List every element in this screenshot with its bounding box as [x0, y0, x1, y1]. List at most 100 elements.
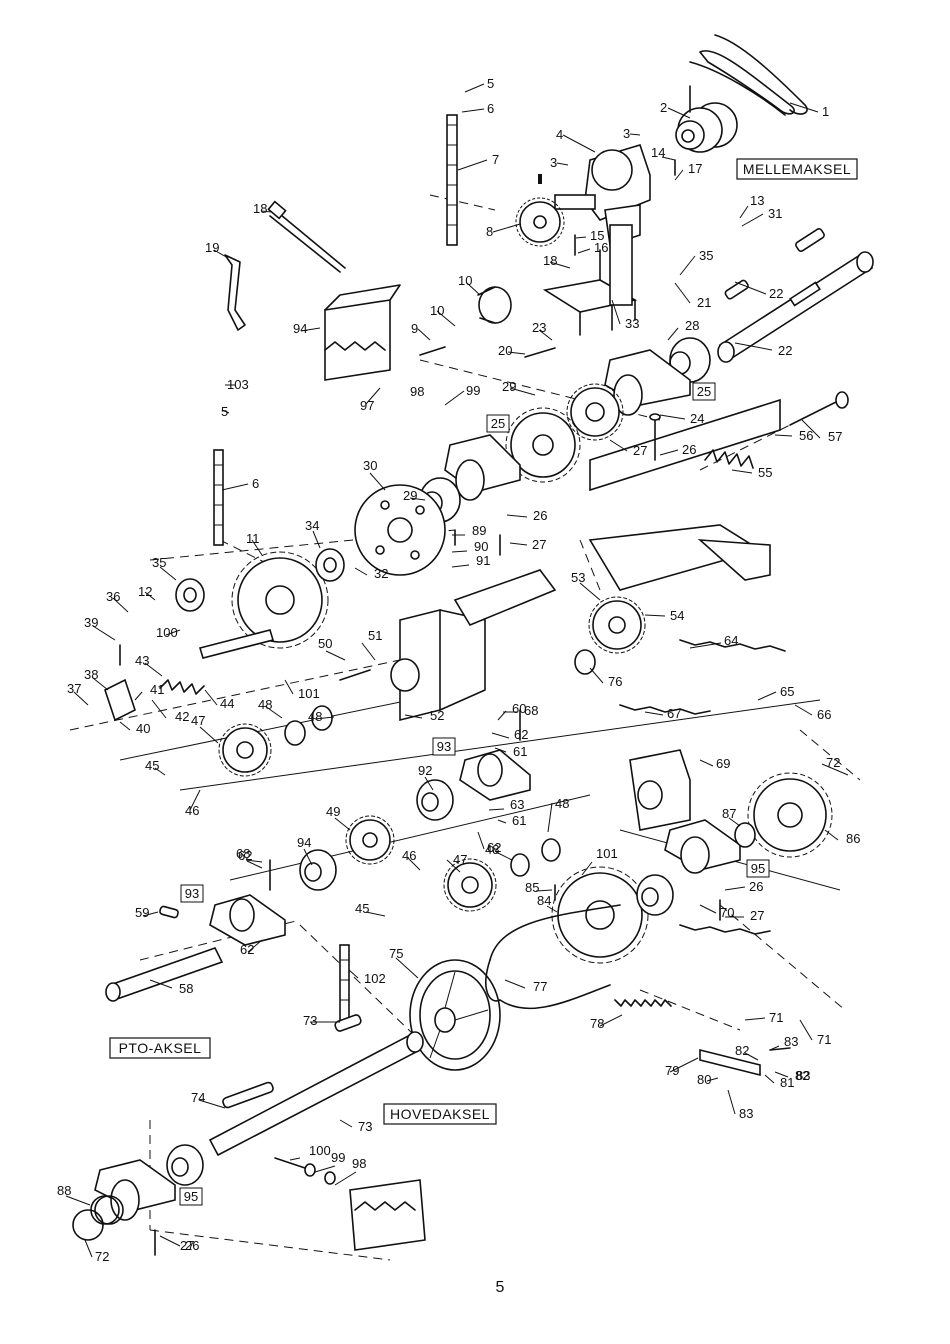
- hovedaksel-label: HOVEDAKSEL: [383, 1103, 497, 1125]
- svg-text:93: 93: [437, 739, 451, 754]
- part-callout: 101: [298, 686, 320, 701]
- callout-leader: [764, 1074, 775, 1084]
- main-shaft-74: [208, 1031, 424, 1157]
- callout-leader: [674, 282, 691, 304]
- part-callout: 81: [780, 1075, 794, 1090]
- part-callout: 92: [418, 763, 432, 778]
- bearing-94-top: [416, 779, 454, 821]
- page-number: 5: [496, 1279, 505, 1296]
- callout-leader: [724, 886, 746, 891]
- callout-leader: [757, 691, 777, 701]
- part-callout: 100: [156, 625, 178, 640]
- callout-leader: [407, 857, 421, 871]
- part-callout: 83: [784, 1034, 798, 1049]
- callout-leader: [424, 776, 434, 791]
- callout-leader: [247, 939, 263, 953]
- callout-leader: [144, 662, 163, 677]
- mounting-plate-34: [542, 224, 638, 336]
- part-callout: 45: [355, 901, 369, 916]
- part-callout: 80: [697, 1072, 711, 1087]
- sprocket-54: [588, 596, 646, 654]
- part-callout: 69: [716, 756, 730, 771]
- callout-leader: [741, 213, 764, 227]
- callout-leader: [246, 860, 263, 869]
- callout-leader: [801, 419, 821, 439]
- callout-leader: [213, 249, 229, 259]
- pulley-77: [409, 959, 501, 1071]
- callout-leader: [644, 711, 664, 716]
- part-callout: 6: [252, 476, 259, 491]
- part-callout: 52: [430, 708, 444, 723]
- bracket-52: [390, 608, 486, 722]
- part-callout: 102: [364, 971, 386, 986]
- callout-leader: [549, 261, 571, 269]
- callout-leader: [699, 759, 714, 767]
- part-callout: 3: [623, 126, 630, 141]
- arm-53: [453, 569, 557, 627]
- callout-leader: [734, 342, 773, 351]
- callout-leader: [577, 248, 591, 254]
- lever-39: [104, 678, 136, 722]
- key-32: [795, 227, 825, 253]
- shaft-44: [198, 629, 275, 659]
- key-60: [159, 905, 179, 919]
- boxed-part-numbers: 25 25 93 93 95 95: [179, 382, 770, 1206]
- sprocket-8: [515, 174, 565, 247]
- spring-56: [704, 449, 754, 469]
- callout-leader: [165, 629, 181, 636]
- part-callout: 17: [688, 161, 702, 176]
- callout-leader: [491, 732, 510, 739]
- callout-leader: [404, 714, 423, 719]
- pillow-block-25-top: [604, 349, 691, 416]
- sprocket-102: [551, 866, 649, 964]
- callout-leader: [339, 1119, 353, 1128]
- callout-leader: [599, 1014, 623, 1027]
- cap-73-bottom: [72, 1209, 104, 1241]
- part-callout: 62: [240, 942, 254, 957]
- pillow-block-95-right: [664, 819, 741, 874]
- callout-leader: [744, 1017, 766, 1021]
- callout-leader: [221, 483, 249, 491]
- callout-leader: [794, 704, 813, 716]
- belt-1: [689, 34, 808, 116]
- handle-19: [267, 200, 346, 273]
- callout-leader: [497, 819, 507, 824]
- callout-leader: [659, 449, 679, 456]
- part-callout: 45: [145, 758, 159, 773]
- callout-leader: [264, 705, 283, 719]
- bearing-right: [636, 874, 674, 916]
- svg-text:25: 25: [491, 416, 505, 431]
- callout-leader: [154, 767, 166, 776]
- bracket-98-bottom: [349, 1179, 426, 1251]
- part-callout: 4: [556, 127, 563, 142]
- part-callout: 99: [466, 383, 480, 398]
- callout-leader: [149, 979, 173, 989]
- spring-43: [159, 679, 205, 695]
- part-callout: 46: [185, 803, 199, 818]
- callout-leader: [679, 255, 696, 276]
- bearing-35: [175, 548, 345, 612]
- callout-leader: [395, 957, 419, 979]
- part-callout: 53: [571, 570, 585, 585]
- callout-leader: [581, 861, 593, 876]
- part-callout: 18: [543, 253, 557, 268]
- part-callout: 73: [358, 1119, 372, 1134]
- callout-leader: [354, 567, 368, 576]
- flange-plate-31: [354, 484, 446, 576]
- callout-leader: [451, 550, 468, 553]
- mellemaksel-label: MELLEMAKSEL: [736, 158, 858, 180]
- part-callout: 59: [135, 905, 149, 920]
- callout-leader: [409, 497, 426, 501]
- callout-leader: [669, 1057, 699, 1073]
- callout-leader: [198, 1099, 226, 1109]
- part-callout: 98: [410, 384, 424, 399]
- part-callout: 26: [185, 1238, 199, 1253]
- sprocket-30: [505, 407, 581, 483]
- callout-leader: [365, 387, 381, 405]
- callout-leader: [504, 979, 526, 989]
- part-callout: 63: [510, 797, 524, 812]
- part-callout: 38: [84, 667, 98, 682]
- sprocket-49: [345, 815, 395, 865]
- callout-leader: [774, 1071, 789, 1078]
